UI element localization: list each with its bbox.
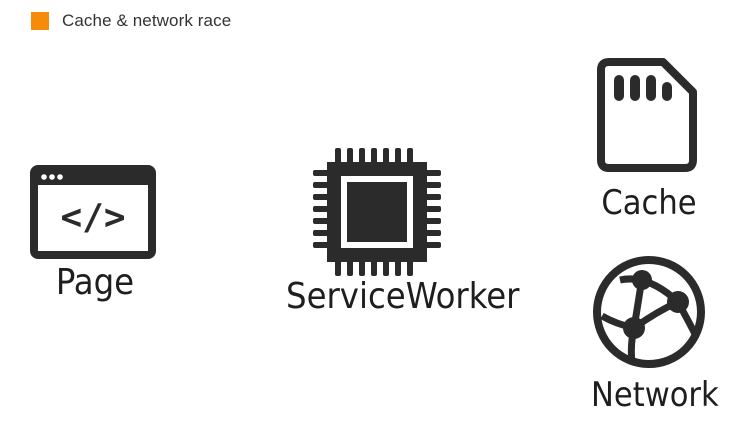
chip-pin [425, 206, 441, 212]
chip-pin [371, 260, 377, 276]
chip-pin [395, 260, 401, 276]
chip-pin [407, 148, 413, 164]
cpu-chip-icon [313, 148, 441, 276]
chip-pin [425, 218, 441, 224]
chip-pin [359, 260, 365, 276]
service-worker-node [313, 148, 441, 276]
service-worker-label: ServiceWorker [286, 276, 520, 317]
chip-pin [347, 148, 353, 164]
page-node: </> [30, 165, 156, 259]
chip-pin [313, 182, 329, 188]
code-glyph: </> [60, 197, 125, 238]
network-node [590, 254, 708, 370]
diagram-title: Cache & network race [62, 11, 232, 30]
chip-pin [313, 206, 329, 212]
chip-pin [313, 170, 329, 176]
chip-pin [425, 194, 441, 200]
orange-square-icon [31, 12, 49, 30]
chip-pin [335, 260, 341, 276]
chip-pin [407, 260, 413, 276]
chip-pin [383, 260, 389, 276]
chip-pin [383, 148, 389, 164]
page-label: Page [55, 262, 135, 303]
diagram-header: Cache & network race [31, 10, 231, 32]
chip-pin [313, 194, 329, 200]
globe-network-icon [593, 256, 705, 368]
cache-label: Cache [601, 183, 697, 223]
chip-pin [395, 148, 401, 164]
chip-pin [425, 230, 441, 236]
chip-pin [313, 230, 329, 236]
chip-pin [335, 148, 341, 164]
chip-pin [425, 242, 441, 248]
chip-pin [425, 170, 441, 176]
chip-pin [425, 182, 441, 188]
network-label: Network [591, 375, 719, 415]
chip-pin [313, 218, 329, 224]
cache-node [597, 58, 697, 172]
browser-code-icon: </> [30, 165, 156, 259]
chip-pin [359, 148, 365, 164]
chip-pin [313, 242, 329, 248]
chip-pin [347, 260, 353, 276]
sd-card-icon [597, 58, 697, 172]
chip-pin [371, 148, 377, 164]
